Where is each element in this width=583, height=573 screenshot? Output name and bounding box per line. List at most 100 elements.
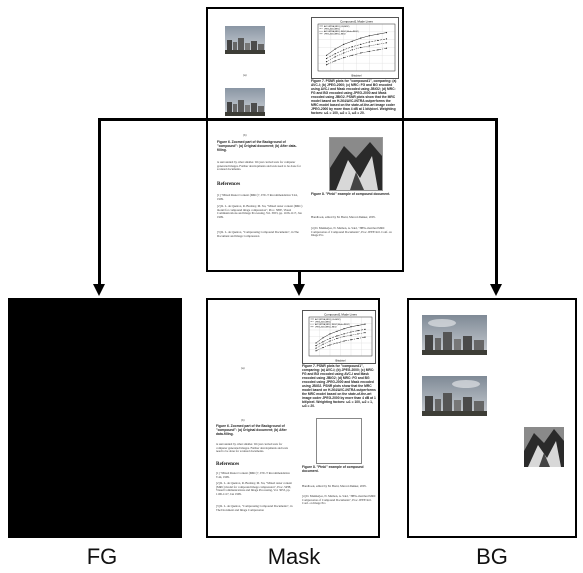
bg-city-photo-image — [422, 315, 487, 355]
chart-plot-area — [317, 23, 396, 72]
mask-reference-1: [1] "Mixed Raster Content (MRC)", ITU-T … — [216, 471, 290, 479]
chart-point — [343, 333, 345, 335]
bg-pinki-photo — [524, 427, 564, 467]
right-reference-1: Handbook, edited by M. Barni, Marcel-Dek… — [311, 215, 376, 219]
chart-point — [336, 337, 338, 340]
arrow-to-fg — [93, 284, 105, 296]
chart-series-line — [326, 42, 387, 62]
chart-point — [322, 346, 324, 349]
chart-legend-label: JPEG-2000 (MRC) JBIG2 — [315, 327, 337, 329]
chart-point — [322, 343, 324, 345]
mask-figure7-caption: Figure 7. PSNR plots for "compound1", co… — [302, 364, 376, 408]
mask-sublabel-a: (a) — [241, 366, 245, 370]
reference-3: [3] R. L. de Queiroz, "Compressing Compo… — [217, 230, 299, 238]
mask-right-reference-1: Handbook, edited by M. Barni, Marcel-Dek… — [302, 484, 367, 488]
references-heading: References — [217, 182, 241, 187]
mask-pinki-outline — [316, 418, 362, 464]
chart-point — [351, 54, 353, 56]
chart-point — [343, 57, 345, 59]
chart-point — [357, 333, 359, 335]
chart-point — [360, 37, 362, 39]
chart-plot-area — [308, 316, 373, 357]
mask-label: Mask — [267, 544, 321, 569]
chart-point — [364, 332, 366, 334]
mask-figure6-caption: Figure 6. Zoomed part of the Background … — [216, 424, 287, 436]
chart-point — [334, 60, 336, 62]
body-text: is surrounded by other smaller. We just … — [217, 160, 301, 172]
chart-series-line — [326, 32, 387, 56]
arrow-to-mask — [293, 284, 305, 296]
chart-point — [350, 339, 352, 341]
fg-panel — [8, 298, 182, 538]
chart-point — [329, 333, 331, 335]
chart-point — [334, 56, 336, 58]
bg-label: BG — [476, 544, 508, 569]
city-photo-image — [225, 26, 265, 54]
chart-legend-label: AVC-INTRA (MRC) JBIG2 (Mask=JBIG2) — [315, 323, 350, 326]
connector-horizontal — [98, 118, 498, 121]
right-reference-2: [4] D. Mukherjee, N. Memon, A. Said, "JP… — [311, 226, 392, 238]
chart-point — [343, 340, 345, 342]
chart-point — [334, 53, 336, 55]
chart-series-line — [315, 323, 366, 344]
pinki-photo-image — [330, 138, 382, 190]
chart-series-line — [326, 48, 387, 65]
chart-point — [377, 43, 379, 45]
chart-point — [385, 32, 388, 34]
connector-mask-vertical — [298, 272, 301, 286]
chart-point — [377, 39, 379, 42]
chart-point — [377, 49, 379, 51]
chart-series-line — [315, 336, 366, 352]
chart-point — [329, 337, 331, 340]
chart-legend-label: JPEG-2000 (MRC) — [315, 321, 331, 323]
chart-point — [343, 328, 345, 330]
chart-point — [325, 61, 328, 63]
mask-reference-2: [2] R. L. de Queiroz, R. Buckley, M. Xu,… — [216, 481, 293, 496]
chart-point — [385, 42, 388, 44]
chart-point — [364, 328, 366, 330]
chart-point — [357, 330, 359, 332]
chart-point — [343, 43, 345, 45]
chart-point — [334, 48, 336, 50]
source-photo-a — [225, 26, 265, 54]
chart-point — [364, 336, 366, 338]
source-document-page: (a) (b) Figure 6. Zoomed part of the Bac… — [206, 7, 404, 272]
chart-point — [357, 337, 359, 340]
chart-series-line — [315, 329, 366, 346]
chart-point — [368, 45, 370, 47]
arrow-to-bg — [490, 284, 502, 296]
source-sublabel-b: (b) — [243, 133, 247, 137]
chart-point — [351, 49, 353, 51]
chart-point — [350, 331, 352, 333]
chart-point — [329, 340, 331, 342]
source-sublabel-a: (a) — [243, 73, 247, 77]
mask-figure8-caption: Figure 8. "Pinki" example of compound do… — [302, 465, 364, 473]
chart-legend-label: AVC-INTRA (MRC) JBIG2 (Mask=JBIG2) — [324, 30, 359, 33]
bg-panel — [407, 298, 577, 538]
chart-point — [315, 345, 317, 347]
chart-point — [368, 35, 370, 37]
chart-point — [357, 324, 359, 327]
chart-point — [350, 326, 352, 328]
chart-point — [368, 50, 370, 53]
source-photo-b — [225, 88, 265, 116]
mask-chart-svg: Compound1 Mode LinesBits/pixelAVC-INTRA … — [308, 313, 373, 363]
chart-legend-label: AVC-INTRA (MRC) (LF=MRC) — [315, 318, 341, 321]
chart-point — [343, 335, 345, 338]
mask-body-text: is surrounded by other smaller. We just … — [216, 442, 288, 454]
chart-point — [360, 52, 362, 54]
chart-legend-label: AVC-INTRA (MRC) (LF=MRC) — [324, 25, 350, 28]
chart-point — [322, 337, 324, 339]
mask-reference-3: [3] R. L. de Queiroz, "Compressing Compo… — [216, 504, 293, 512]
chart-title: Compound1 Mode Lines — [340, 20, 373, 24]
chart-point — [325, 57, 328, 60]
chart-point — [360, 46, 362, 49]
chart-xlabel: Bits/pixel — [351, 75, 361, 78]
chart-xlabel: Bits/pixel — [335, 360, 345, 363]
reference-1: [1] "Mixed Raster Content (MRC)", ITU-T … — [217, 193, 298, 201]
chart-point — [385, 47, 388, 49]
mask-references-heading: References — [216, 462, 240, 467]
